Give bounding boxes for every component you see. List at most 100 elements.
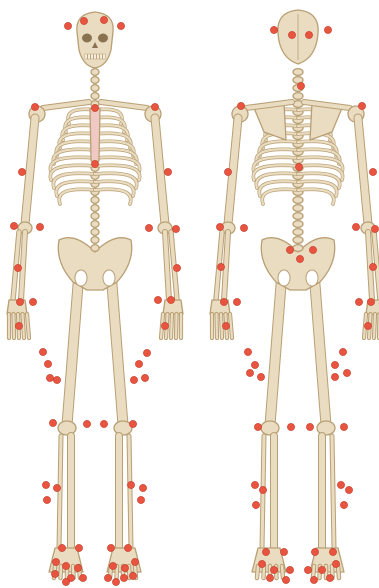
vertebra <box>91 229 99 236</box>
landmark-marker <box>332 560 339 567</box>
finger-bone-right-highlight <box>374 314 375 338</box>
vertebra <box>293 229 303 236</box>
landmark-marker <box>139 484 146 491</box>
landmark-marker <box>135 360 142 367</box>
landmark-marker <box>44 360 51 367</box>
finger-bone-right-highlight <box>171 314 172 338</box>
vertebra <box>293 205 303 212</box>
landmark-marker <box>240 224 247 231</box>
landmark-marker <box>129 420 136 427</box>
landmark-marker <box>259 486 266 493</box>
tooth <box>88 54 90 59</box>
vertebra <box>91 197 99 204</box>
landmark-marker <box>75 544 82 551</box>
landmark-marker <box>10 222 17 229</box>
landmark-marker <box>352 223 359 230</box>
tooth <box>91 54 93 59</box>
landmark-marker <box>109 562 116 569</box>
landmark-marker <box>358 102 365 109</box>
landmark-marker <box>270 566 277 573</box>
landmark-marker <box>326 574 333 581</box>
landmark-marker <box>367 298 374 305</box>
humerus-left-highlight <box>25 118 35 224</box>
tooth <box>94 54 96 59</box>
vertebra <box>91 85 99 92</box>
femur-right-highlight <box>314 272 326 425</box>
landmark-marker <box>251 481 258 488</box>
fibula-right-highlight <box>332 436 334 548</box>
landmark-marker <box>369 168 376 175</box>
landmark-marker <box>324 26 331 33</box>
landmark-marker <box>53 484 60 491</box>
tooth <box>100 54 102 59</box>
landmark-marker <box>100 16 107 23</box>
landmark-marker <box>49 419 56 426</box>
toe-bone-left-highlight <box>282 566 283 578</box>
vertebra <box>91 93 99 100</box>
humerus-right-highlight <box>155 118 165 224</box>
eye-socket-left <box>82 34 92 43</box>
landmark-marker <box>304 566 311 573</box>
finger-bone-left-highlight <box>217 314 218 338</box>
skeleton-back-view <box>210 10 379 578</box>
landmark-marker <box>80 17 87 24</box>
landmark-marker <box>246 369 253 376</box>
landmark-marker <box>252 501 259 508</box>
vertebra <box>293 197 303 204</box>
landmark-marker <box>53 376 60 383</box>
landmark-marker <box>286 566 293 573</box>
landmark-marker <box>318 566 325 573</box>
landmark-marker <box>141 374 148 381</box>
landmark-marker <box>343 369 350 376</box>
tooth <box>97 54 99 59</box>
landmark-marker <box>43 496 50 503</box>
landmark-marker <box>339 348 346 355</box>
landmark-marker <box>280 548 287 555</box>
landmark-marker <box>107 544 114 551</box>
fibula-left-highlight <box>59 436 61 548</box>
landmark-marker <box>91 104 98 111</box>
landmark-marker <box>173 264 180 271</box>
toe-bone-left-highlight <box>61 566 62 578</box>
landmark-marker <box>297 82 304 89</box>
humerus-right-highlight <box>358 118 368 224</box>
landmark-marker <box>364 322 371 329</box>
landmark-marker <box>287 423 294 430</box>
landmark-marker <box>340 423 347 430</box>
vertebra <box>91 69 99 76</box>
toe-bone-left-highlight <box>257 566 258 578</box>
landmark-marker <box>151 103 158 110</box>
landmark-marker <box>51 570 58 577</box>
landmark-marker <box>286 246 293 253</box>
landmark-marker <box>258 560 265 567</box>
landmark-marker <box>311 548 318 555</box>
landmark-marker <box>36 223 43 230</box>
vertebra <box>91 205 99 212</box>
landmark-marker <box>121 564 128 571</box>
landmark-marker <box>129 572 136 579</box>
landmark-marker <box>295 163 302 170</box>
landmark-marker <box>15 322 22 329</box>
toe-bone-left-highlight <box>264 566 265 578</box>
obturator-foramen-right <box>103 270 115 286</box>
obturator-foramen-left <box>75 270 87 286</box>
femur-right-highlight <box>111 272 123 425</box>
landmark-marker <box>220 298 227 305</box>
landmark-marker <box>14 264 21 271</box>
landmark-marker <box>340 501 347 508</box>
landmark-marker <box>64 22 71 29</box>
landmark-marker <box>83 420 90 427</box>
vertebra <box>293 245 303 252</box>
finger-bone-right-highlight <box>176 314 177 338</box>
landmark-marker <box>130 376 137 383</box>
landmark-marker <box>266 574 273 581</box>
tooth <box>103 54 105 59</box>
landmark-marker <box>288 31 295 38</box>
landmark-marker <box>217 263 224 270</box>
landmark-marker <box>154 296 161 303</box>
vertebra <box>293 221 303 228</box>
vertebra <box>91 77 99 84</box>
landmark-marker <box>305 31 312 38</box>
landmark-marker <box>310 576 317 583</box>
